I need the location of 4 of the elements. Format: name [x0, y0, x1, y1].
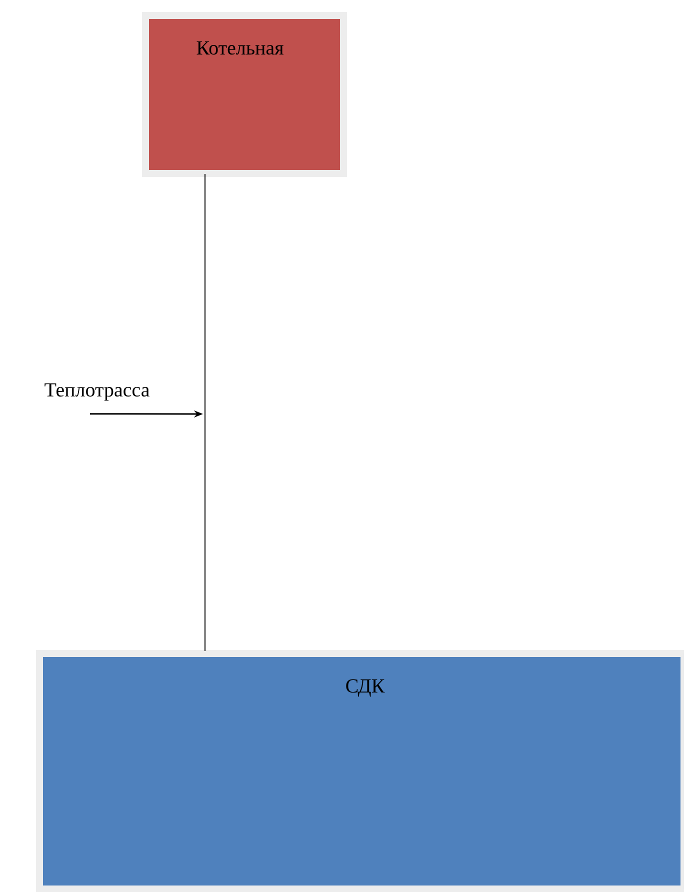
connector-line — [204, 174, 206, 652]
process-box: СДК — [36, 650, 684, 892]
text-label: Теплотрасса — [44, 383, 150, 401]
process-box: Котельная — [142, 12, 347, 177]
